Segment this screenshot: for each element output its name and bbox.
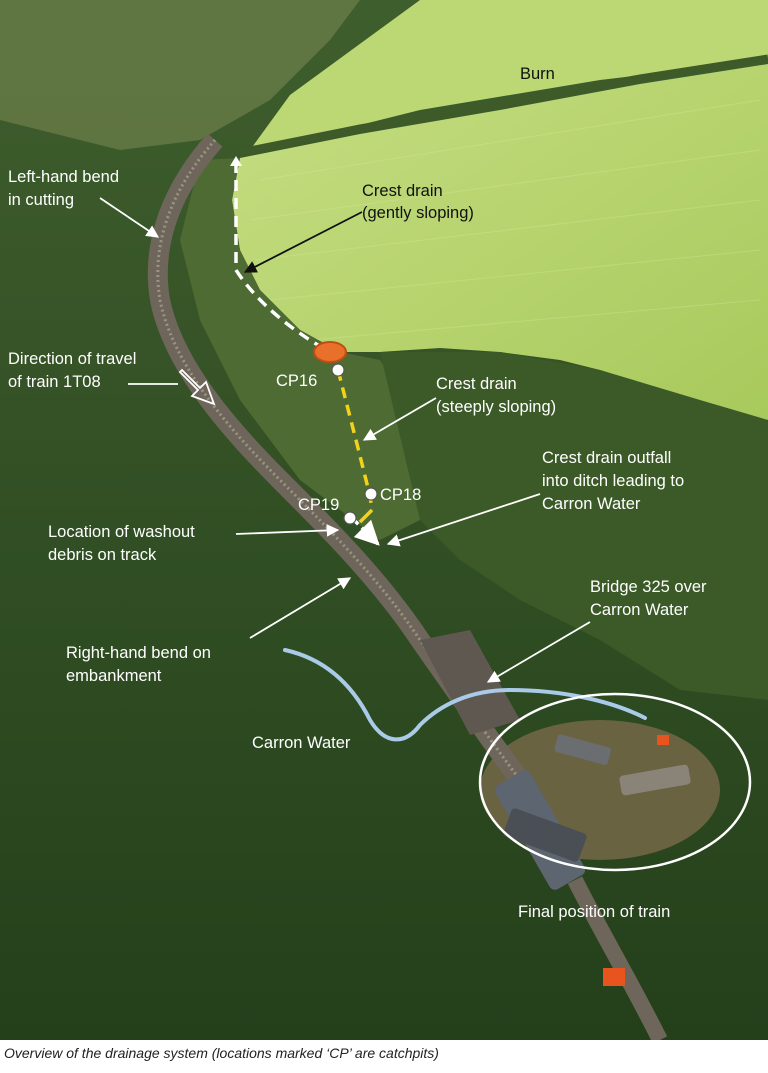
arrow-outfall (386, 493, 541, 547)
label-direction-line1: Direction of travel (8, 350, 136, 368)
label-crest-gentle-line2: (gently sloping) (362, 204, 474, 222)
cp18-dot (364, 487, 378, 501)
label-direction-line2: of train 1T08 (8, 373, 101, 391)
cutting-slope (180, 158, 420, 540)
label-carron-water: Carron Water (252, 734, 351, 752)
right-woods (380, 352, 768, 700)
crest-drain-steep (336, 369, 374, 511)
final-position-ellipse (478, 692, 752, 872)
label-outfall-line3: Carron Water (542, 495, 641, 513)
main-field (232, 64, 768, 420)
label-crest-steep-line2: (steeply sloping) (436, 398, 556, 416)
label-cp18: CP18 (380, 486, 421, 504)
orange-equipment (603, 968, 625, 986)
railway-track-lower (567, 876, 668, 1040)
label-crest-steep-line1: Crest drain (436, 375, 517, 393)
label-final-position: Final position of train (518, 903, 670, 921)
label-right-bend-line1: Right-hand bend on (66, 644, 211, 662)
aerial-photo: Burn Crest drain (gently sloping) Left-h… (0, 0, 768, 1040)
figure-caption: Overview of the drainage system (locatio… (4, 1045, 439, 1061)
label-bridge-line2: Carron Water (590, 601, 689, 619)
wrecked-train (494, 734, 691, 890)
direction-of-travel-arrow (178, 368, 216, 406)
label-outfall-line1: Crest drain outfall (542, 449, 671, 467)
clearing-top-left (0, 0, 360, 150)
crest-drain-gentle-start-arrow (230, 156, 242, 166)
carron-water-line (283, 648, 647, 742)
label-burn: Burn (520, 65, 555, 83)
crest-drain-gentle (234, 162, 331, 354)
arrow-right-bend (249, 577, 352, 639)
upper-field (250, 0, 768, 150)
label-left-bend-line1: Left-hand bend (8, 168, 119, 186)
label-washout-line1: Location of washout (48, 523, 195, 541)
outfall-dashed-arrow (352, 518, 380, 546)
label-left-bend-line2: in cutting (8, 191, 74, 209)
label-cp16: CP16 (276, 372, 317, 390)
arrow-left-bend (99, 197, 160, 238)
label-outfall-line2: into ditch leading to (542, 472, 684, 490)
label-right-bend-line2: embankment (66, 667, 162, 685)
arrow-crest-steep (362, 397, 437, 441)
cp16-dot (331, 363, 345, 377)
label-bridge-line1: Bridge 325 over (590, 578, 707, 596)
arrow-washout (235, 524, 340, 537)
label-crest-gentle-line1: Crest drain (362, 182, 443, 200)
burn-hedge (239, 54, 768, 156)
cp16-marker-ring (313, 341, 347, 363)
orange-equipment-2 (657, 735, 669, 745)
arrow-crest-gentle (243, 211, 363, 273)
field-texture (249, 99, 761, 341)
label-washout-line2: debris on track (48, 546, 157, 564)
cp19-dot (343, 511, 357, 525)
arrow-bridge (486, 621, 591, 683)
bridge-325 (420, 630, 520, 735)
label-cp19: CP19 (298, 496, 339, 514)
